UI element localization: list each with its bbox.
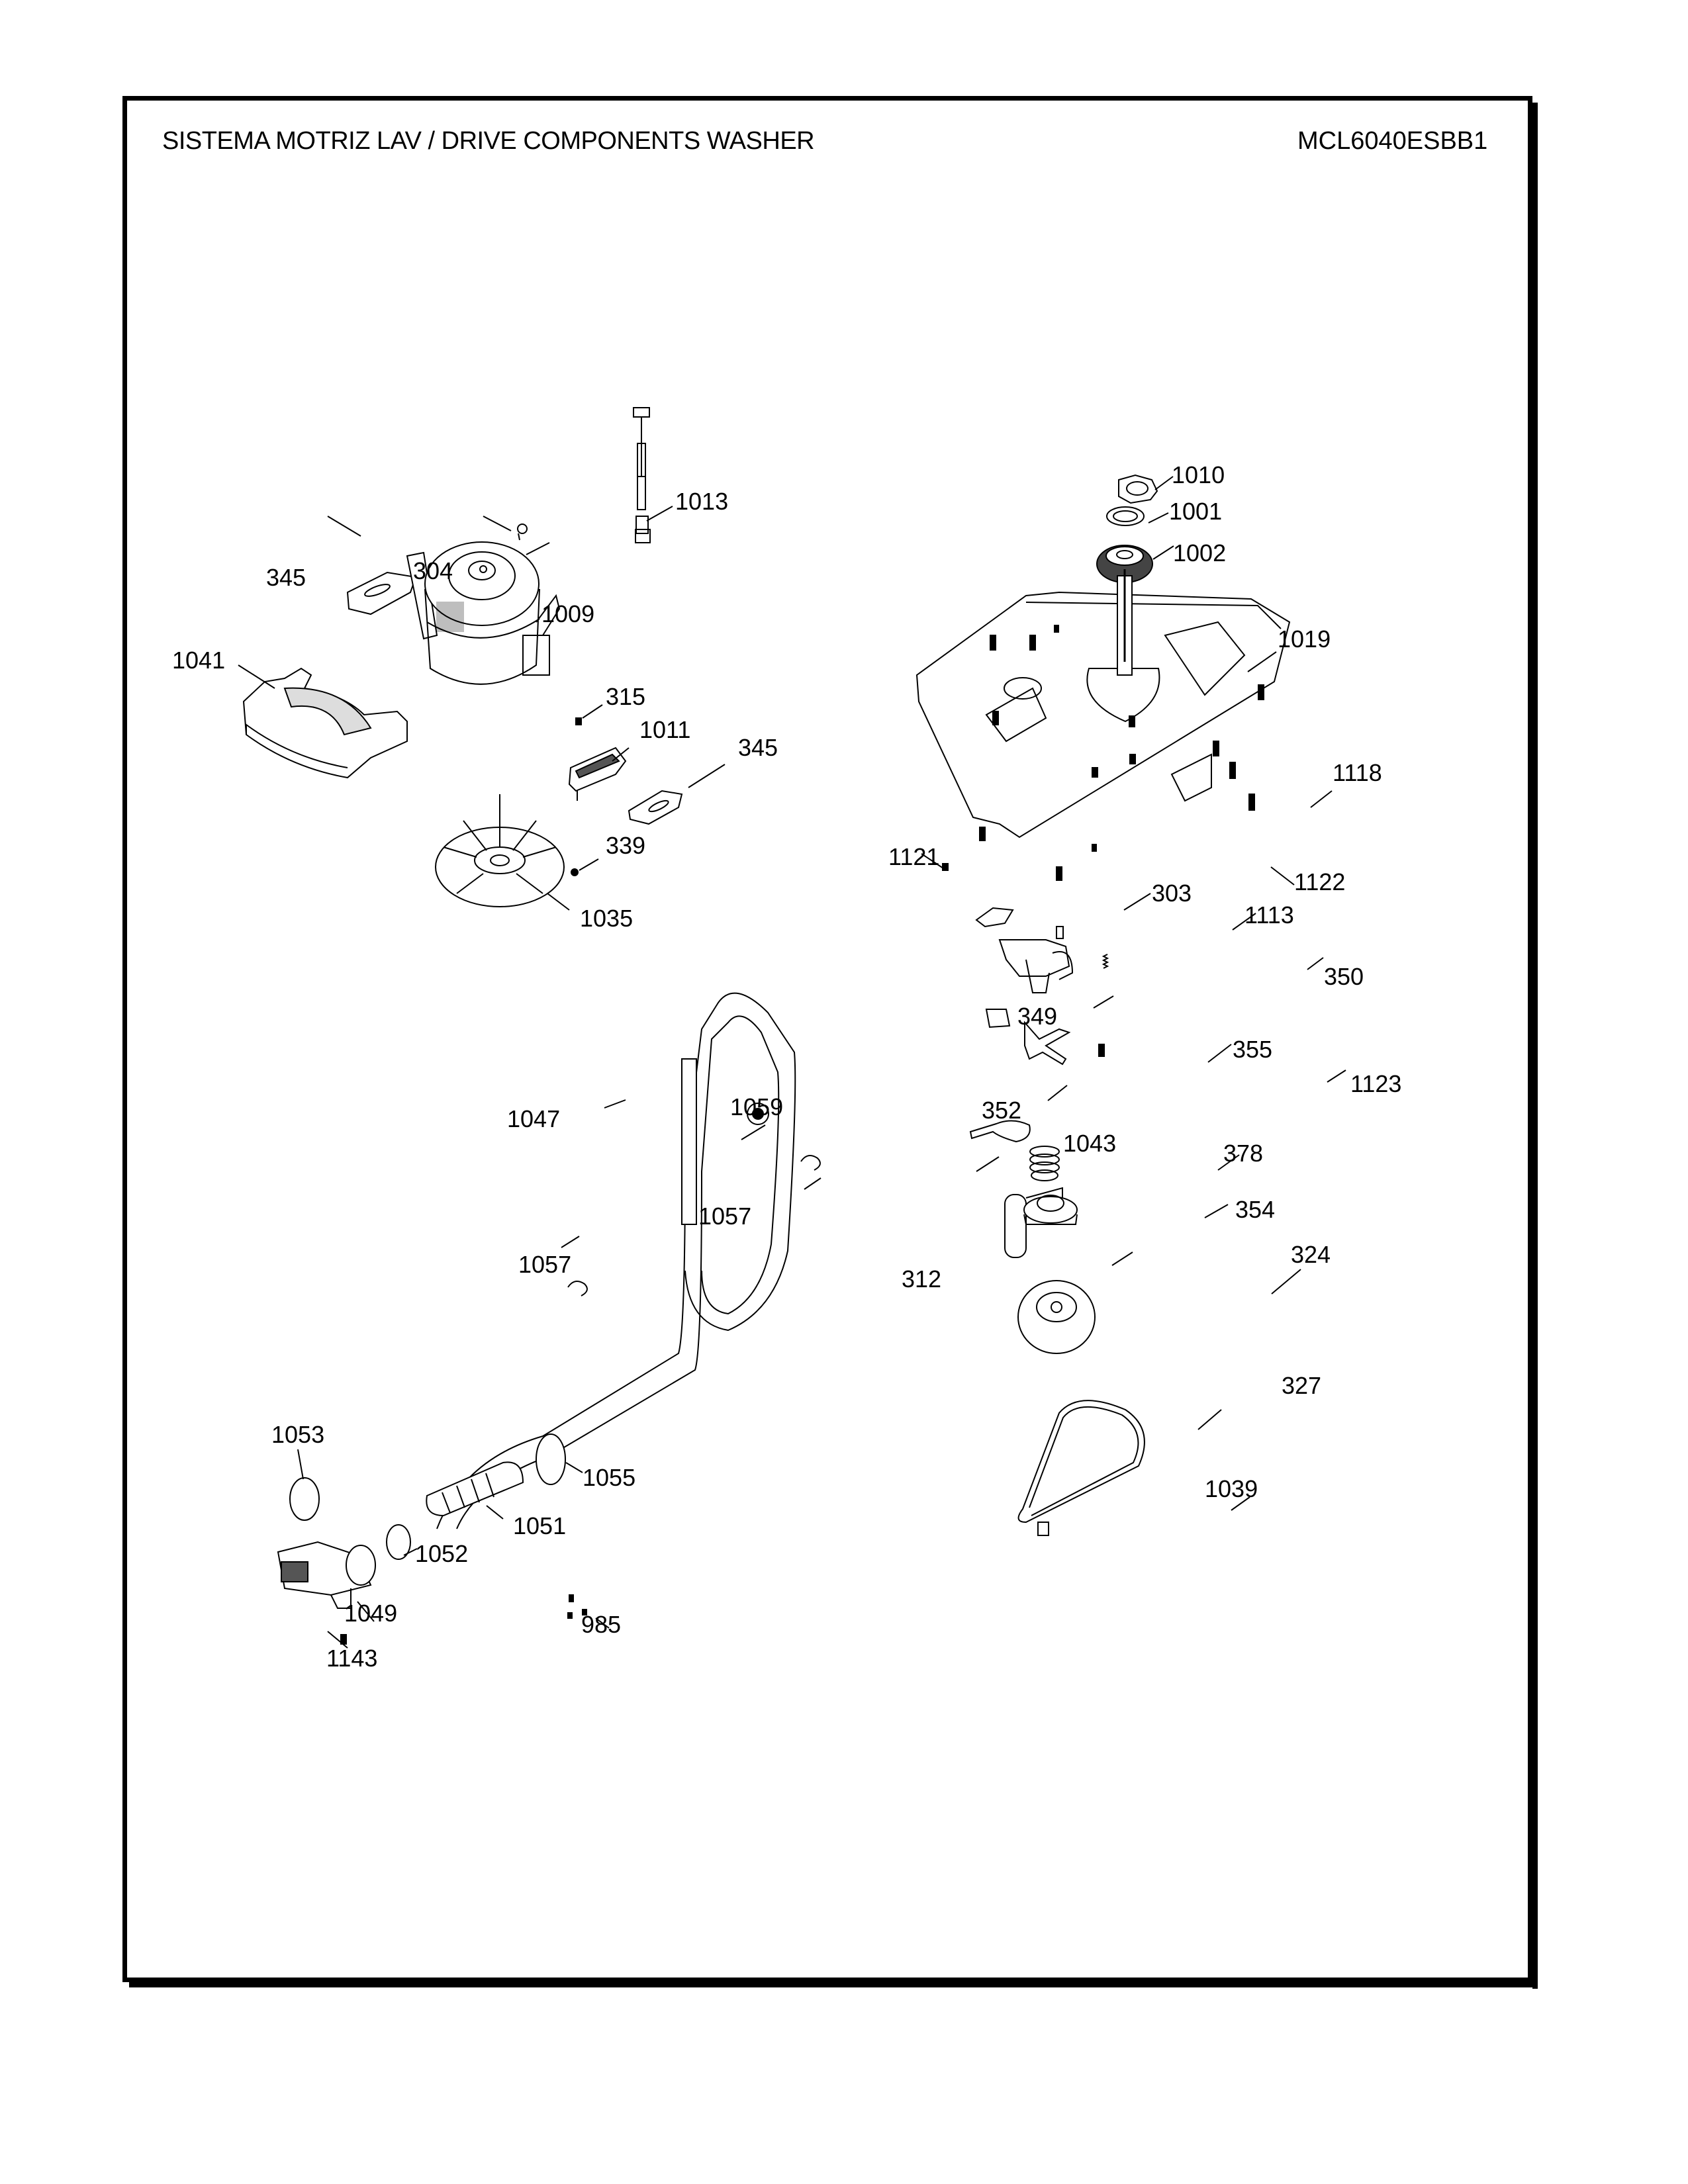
callout-1113[interactable]: 1113 xyxy=(1244,901,1294,929)
part-354-clutch-gear[interactable] xyxy=(1024,1195,1077,1224)
part-1010-hex-nut[interactable] xyxy=(1119,475,1157,503)
part-1013-wire-harness[interactable] xyxy=(633,408,650,543)
model-number: MCL6040ESBB1 xyxy=(1297,127,1488,155)
callout-1053[interactable]: 1053 xyxy=(271,1421,325,1448)
page-border xyxy=(122,96,1532,1982)
callout-1055[interactable]: 1055 xyxy=(583,1464,636,1491)
part-1055-clamp[interactable] xyxy=(536,1434,565,1484)
callout-315[interactable]: 315 xyxy=(606,683,646,710)
callout-1052[interactable]: 1052 xyxy=(415,1540,469,1567)
callout-1009[interactable]: 1009 xyxy=(541,600,595,627)
callout-355[interactable]: 355 xyxy=(1233,1036,1273,1063)
callout-1019[interactable]: 1019 xyxy=(1278,625,1331,653)
callout-303[interactable]: 303 xyxy=(1152,880,1192,907)
part-1041-motor-cover[interactable] xyxy=(244,668,407,778)
callout-1013[interactable]: 1013 xyxy=(675,488,729,515)
callout-1118[interactable]: 1118 xyxy=(1333,759,1382,786)
callout-1143[interactable]: 1143 xyxy=(326,1645,378,1672)
callout-345-left[interactable]: 345 xyxy=(266,564,306,591)
callout-339[interactable]: 339 xyxy=(606,832,646,859)
part-1049-drain-pump[interactable] xyxy=(278,1542,375,1608)
part-324-pulley[interactable] xyxy=(1018,1281,1095,1353)
part-378-spring[interactable] xyxy=(1030,1146,1059,1181)
callout-1049[interactable]: 1049 xyxy=(344,1600,398,1627)
callout-1057-right[interactable]: 1057 xyxy=(698,1203,752,1230)
part-352-switch[interactable] xyxy=(986,1009,1009,1027)
callout-1051[interactable]: 1051 xyxy=(513,1512,567,1539)
part-315-screw[interactable] xyxy=(576,718,581,725)
leader-lines xyxy=(238,477,1346,1648)
part-1122-screw[interactable] xyxy=(1092,844,1096,851)
part-304-clip[interactable] xyxy=(518,524,527,540)
part-327-drive-belt[interactable] xyxy=(1019,1400,1145,1522)
part-1039-nut[interactable] xyxy=(1038,1522,1049,1535)
part-312-tube[interactable] xyxy=(1005,1188,1062,1257)
callout-1043[interactable]: 1043 xyxy=(1063,1130,1117,1157)
part-1019-transmission-plate[interactable] xyxy=(917,569,1289,837)
callout-1121[interactable]: 1121 xyxy=(888,843,940,870)
callout-327[interactable]: 327 xyxy=(1282,1372,1322,1399)
part-1053-clamp[interactable] xyxy=(290,1478,319,1520)
part-345-bracket-left[interactable] xyxy=(348,572,416,614)
part-350-spring[interactable] xyxy=(1103,954,1107,968)
callout-1002[interactable]: 1002 xyxy=(1173,539,1227,567)
callout-1047[interactable]: 1047 xyxy=(507,1105,561,1132)
callout-349[interactable]: 349 xyxy=(1017,1003,1058,1030)
part-1052-clamp[interactable] xyxy=(387,1525,410,1559)
callout-354[interactable]: 354 xyxy=(1235,1196,1276,1223)
part-339-nut[interactable] xyxy=(571,869,578,876)
callout-1059[interactable]: 1059 xyxy=(730,1093,784,1120)
callout-345-right[interactable]: 345 xyxy=(738,734,778,761)
callout-304[interactable]: 304 xyxy=(413,557,453,584)
callout-985[interactable]: 985 xyxy=(581,1611,622,1638)
part-1001-washer[interactable] xyxy=(1107,507,1144,525)
part-1051-bellows-hose[interactable] xyxy=(426,1462,523,1516)
part-1047-drain-hose[interactable] xyxy=(437,993,795,1529)
callout-1041[interactable]: 1041 xyxy=(172,647,226,674)
callout-352[interactable]: 352 xyxy=(982,1097,1022,1124)
screws-1118[interactable] xyxy=(980,625,1264,880)
part-1113-bolt[interactable] xyxy=(1056,927,1063,938)
callout-312[interactable]: 312 xyxy=(902,1265,942,1293)
part-1035-fan-pulley[interactable] xyxy=(436,794,564,907)
page-border-shadow-right xyxy=(1532,103,1538,1989)
page-border-shadow-bottom xyxy=(129,1982,1538,1987)
part-355-shift-fork[interactable] xyxy=(1025,1023,1069,1064)
callout-1122[interactable]: 1122 xyxy=(1294,868,1346,895)
callout-1011[interactable]: 1011 xyxy=(639,716,691,743)
part-1059-clip[interactable] xyxy=(747,1103,769,1124)
part-1057-clamp-left[interactable] xyxy=(568,1281,587,1296)
callout-1123[interactable]: 1123 xyxy=(1350,1070,1402,1097)
callout-378[interactable]: 378 xyxy=(1223,1140,1264,1167)
callout-350[interactable]: 350 xyxy=(1324,963,1364,990)
diagram-title: SISTEMA MOTRIZ LAV / DRIVE COMPONENTS WA… xyxy=(162,127,815,155)
part-303-lever[interactable] xyxy=(976,908,1013,927)
callout-1039[interactable]: 1039 xyxy=(1205,1475,1258,1502)
callout-1057-left[interactable]: 1057 xyxy=(518,1251,572,1278)
part-345-bracket-right[interactable] xyxy=(629,791,682,824)
part-1002-seal[interactable] xyxy=(1097,545,1152,582)
part-1057-clamp-right[interactable] xyxy=(801,1156,820,1170)
callout-324[interactable]: 324 xyxy=(1291,1241,1331,1268)
part-1011-capacitor-holder[interactable] xyxy=(569,748,626,801)
callout-1010[interactable]: 1010 xyxy=(1172,461,1225,488)
callout-1035[interactable]: 1035 xyxy=(580,905,633,932)
part-1009-motor[interactable] xyxy=(407,542,559,684)
part-1121-screw[interactable] xyxy=(943,864,948,870)
fasteners-985[interactable] xyxy=(568,1595,586,1618)
part-1043-clamp[interactable] xyxy=(970,1120,1030,1142)
part-349-shifter[interactable] xyxy=(1000,940,1072,993)
callout-1001[interactable]: 1001 xyxy=(1169,498,1223,525)
part-1123-screw[interactable] xyxy=(1099,1044,1104,1056)
